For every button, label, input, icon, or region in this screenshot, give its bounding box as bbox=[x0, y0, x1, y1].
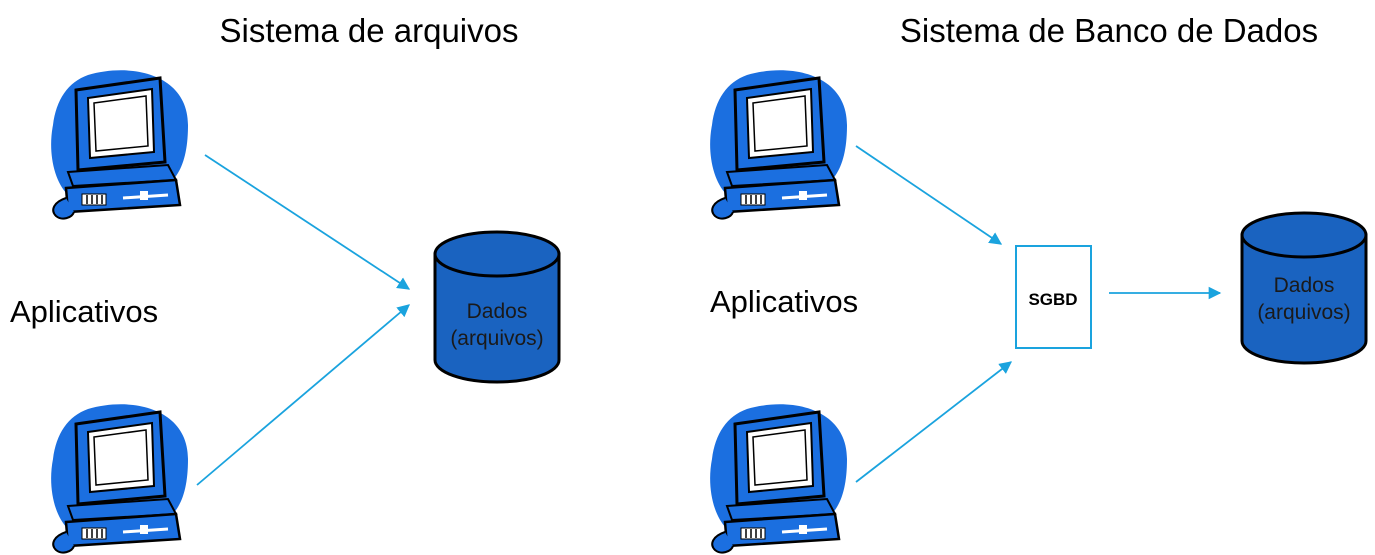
dbms-box bbox=[1015, 245, 1092, 349]
left-data-line2: (arquivos) bbox=[450, 327, 543, 350]
right-arrow-top bbox=[855, 145, 1003, 245]
right-arrow-bottom bbox=[855, 361, 1012, 483]
dbms-label: SGBD bbox=[1028, 290, 1077, 309]
computer-icon bbox=[708, 68, 849, 221]
computer-icon bbox=[49, 68, 190, 221]
computer-icon bbox=[49, 402, 190, 555]
left-panel: Sistema de arquivos Aplicativos Dados (a… bbox=[10, 12, 561, 555]
right-apps-label: Aplicativos bbox=[710, 284, 858, 319]
left-arrow-top bbox=[204, 154, 411, 290]
right-panel-title: Sistema de Banco de Dados bbox=[900, 12, 1318, 49]
right-data-line1: Dados bbox=[1274, 274, 1335, 297]
right-panel: Sistema de Banco de Dados Aplicativos SG… bbox=[708, 12, 1368, 555]
left-arrow-bottom bbox=[196, 304, 410, 486]
left-panel-title: Sistema de arquivos bbox=[220, 12, 519, 49]
left-data-line1: Dados bbox=[467, 300, 528, 323]
left-apps-label: Aplicativos bbox=[10, 294, 158, 329]
computer-icon bbox=[708, 402, 849, 555]
right-data-line2: (arquivos) bbox=[1257, 301, 1350, 324]
